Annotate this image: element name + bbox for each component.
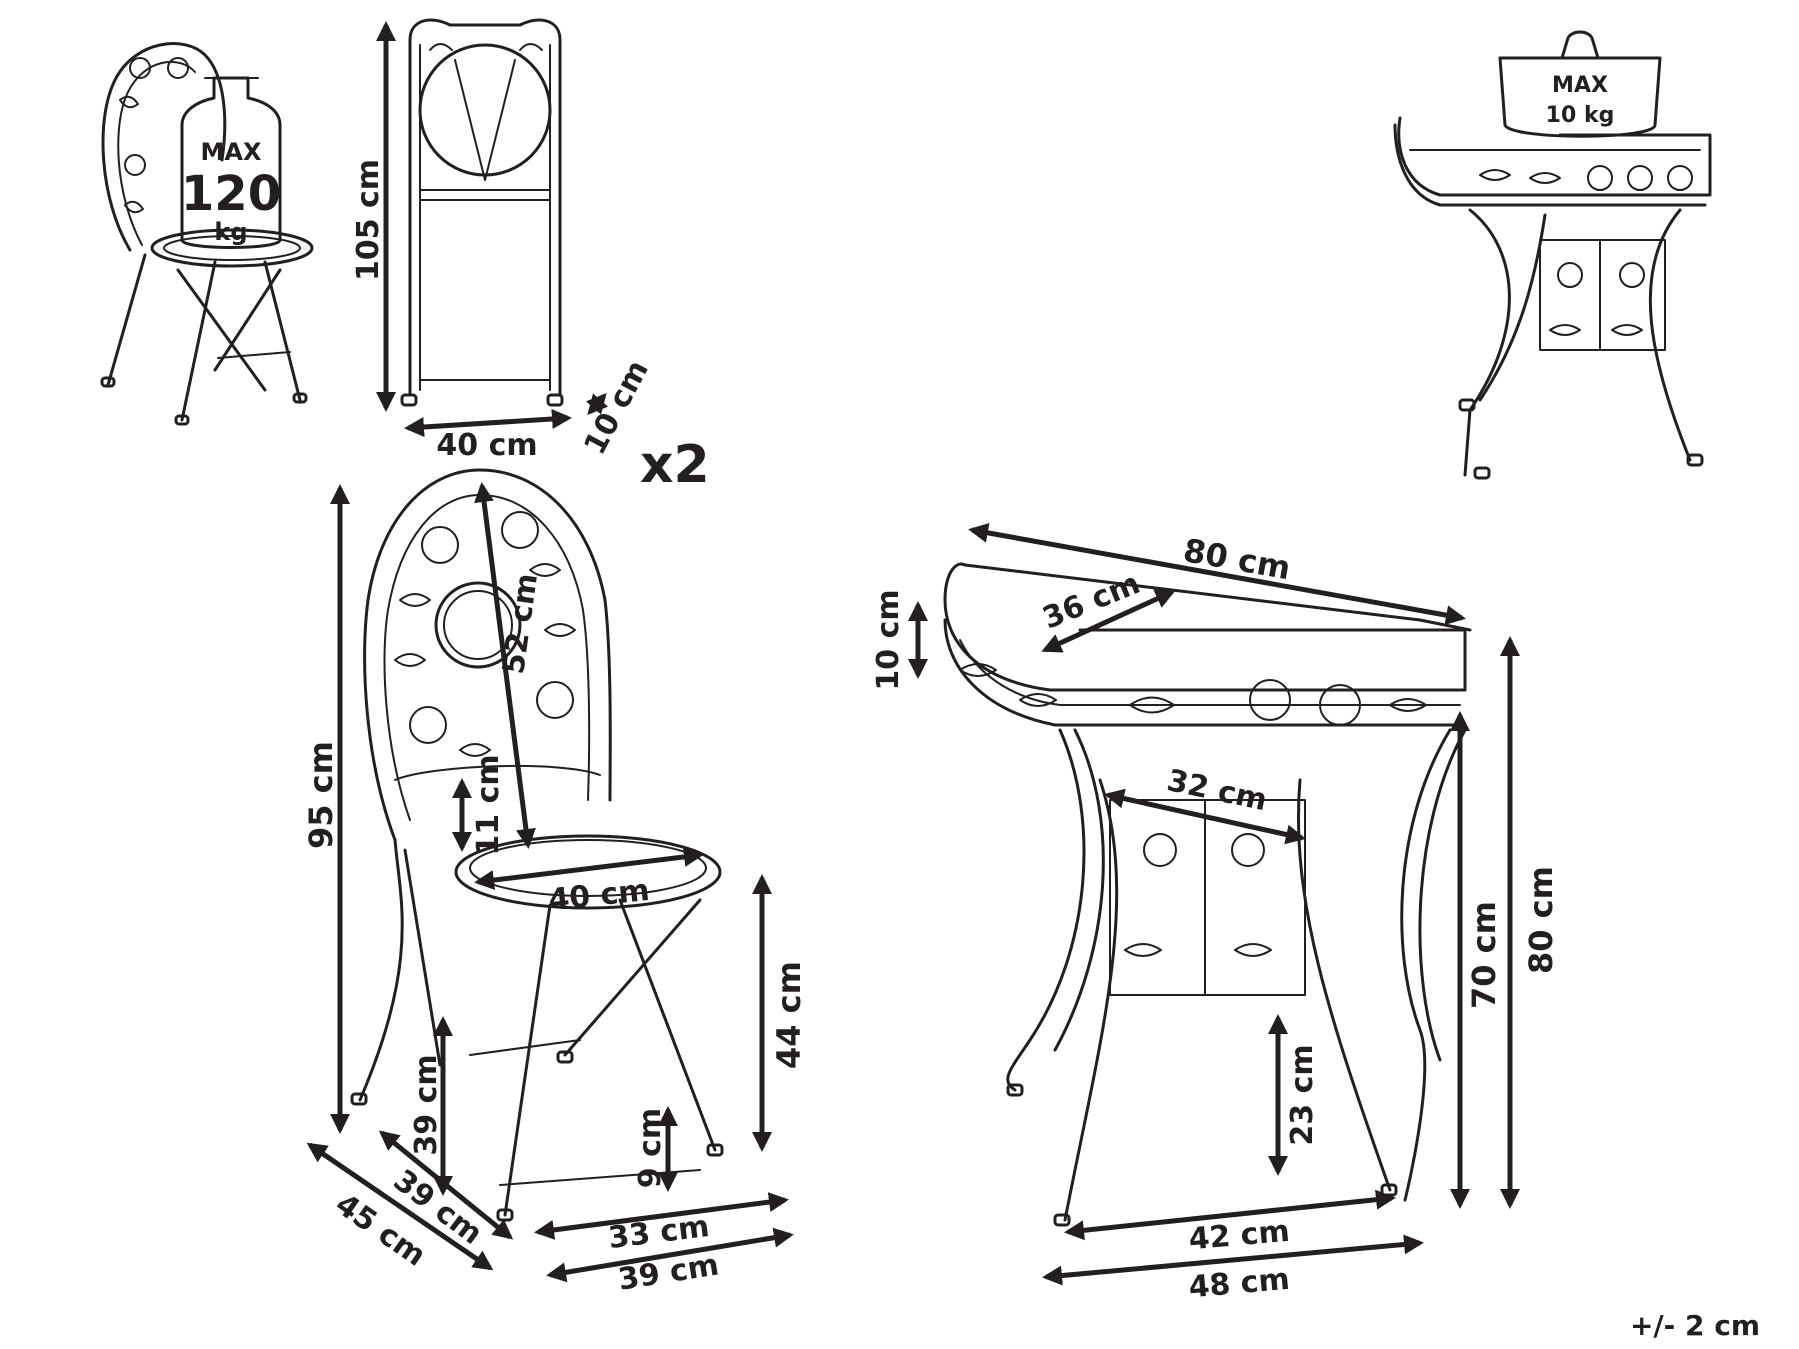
chair-front-outer-label: 39 cm [616, 1247, 721, 1297]
small-table-illustration [1393, 116, 1712, 480]
folded-chair-width-label: 40 cm [436, 428, 537, 463]
chair-rear-leg-height-label: 39 cm [409, 1054, 444, 1155]
chair-foot-height-label: 9 cm [633, 1108, 668, 1188]
quantity-label: x2 [640, 435, 710, 495]
chair-weight-value: 120 [181, 166, 281, 222]
tolerance-note: +/- 2 cm [1630, 1309, 1760, 1342]
chair-total-height-label: 95 cm [302, 741, 340, 849]
table-base-inner-label: 42 cm [1187, 1214, 1291, 1258]
table-base-outer-label: 48 cm [1187, 1262, 1291, 1306]
table-lower-height-label: 23 cm [1285, 1044, 1320, 1145]
table-weight-badge: MAX 10 kg [1498, 30, 1662, 138]
small-chair-illustration [100, 42, 314, 426]
table-height-label: 80 cm [1522, 866, 1560, 974]
chair-rim-height-label: 11 cm [471, 754, 506, 855]
chair-weight-max: MAX [201, 138, 262, 166]
table-apron-height-label: 10 cm [871, 589, 906, 690]
folded-chair-illustration [400, 18, 564, 407]
large-table-illustration [943, 562, 1472, 1227]
table-weight-max: MAX [1552, 73, 1608, 98]
table-leg-height-label: 70 cm [1465, 901, 1503, 1009]
chair-back-height-label: 52 cm [496, 571, 545, 676]
chair-seat-height-label: 44 cm [770, 961, 808, 1069]
folded-chair-height-label: 105 cm [351, 159, 386, 281]
chair-weight-unit: kg [214, 218, 247, 246]
dimension-lines [306, 20, 1520, 1286]
chair-seat-diameter-label: 40 cm [547, 873, 651, 918]
table-weight-value: 10 kg [1546, 103, 1615, 128]
chair-weight-badge: MAX 120 kg [180, 76, 282, 249]
